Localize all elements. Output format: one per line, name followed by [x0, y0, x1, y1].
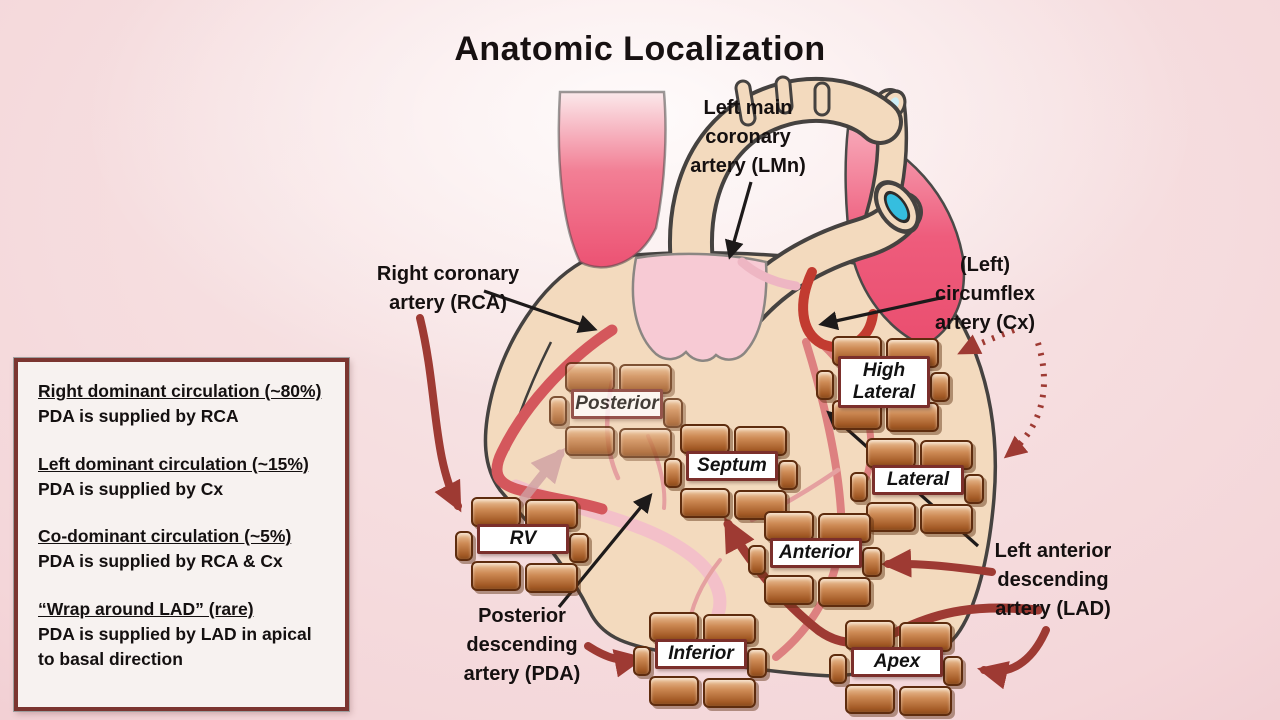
brick	[845, 684, 895, 714]
brick	[866, 502, 916, 532]
legend-entry: Co-dominant circulation (~5%) PDA is sup…	[38, 524, 329, 574]
region-label-anterior: Anterior	[770, 538, 862, 568]
legend-body: PDA is supplied by Cx	[38, 478, 224, 499]
brick	[549, 396, 567, 426]
brick	[664, 458, 682, 488]
legend-entry: Left dominant circulation (~15%) PDA is …	[38, 452, 329, 502]
lmn-label: Left main coronary artery (LMn)	[690, 97, 806, 177]
brick	[680, 424, 730, 454]
brick	[471, 497, 521, 527]
rca-pointer-arrow	[483, 289, 598, 334]
brick	[703, 678, 756, 708]
region-inferior: Inferior	[633, 612, 767, 708]
legend-body: PDA is supplied by RCA	[38, 405, 239, 426]
brick	[565, 426, 615, 456]
brick	[964, 474, 984, 504]
brick	[930, 372, 950, 402]
region-apex: Apex	[829, 620, 963, 716]
region-septum: Septum	[664, 424, 798, 520]
brick	[764, 511, 814, 541]
legend-heading: “Wrap around LAD” (rare)	[38, 599, 254, 620]
brick	[747, 648, 767, 678]
brick	[862, 547, 882, 577]
brick	[633, 646, 651, 676]
region-label-apex: Apex	[851, 647, 943, 677]
lmn-pointer-arrow	[724, 181, 753, 260]
lad-to-apex-arrow	[976, 626, 1050, 690]
legend-entry: Right dominant circulation (~80%) PDA is…	[38, 379, 329, 429]
legend-entry: “Wrap around LAD” (rare) PDA is supplied…	[38, 597, 329, 672]
brick	[829, 654, 847, 684]
brick	[748, 545, 766, 575]
pulmonary-opening	[873, 180, 921, 234]
brick	[899, 686, 952, 716]
brick	[569, 533, 589, 563]
brick	[850, 472, 868, 502]
lad-label: Left anterior descending artery (LAD)	[994, 540, 1112, 620]
brick	[525, 563, 578, 593]
brick	[649, 676, 699, 706]
brick	[866, 438, 916, 468]
rca-label: Right coronary artery (RCA)	[376, 263, 520, 314]
brick	[818, 577, 871, 607]
brick	[619, 428, 672, 458]
legend-body: PDA is supplied by LAD in apical to basa…	[38, 623, 312, 669]
brick	[920, 504, 973, 534]
cx-pointer-arrow	[818, 295, 946, 331]
region-label-rv: RV	[477, 524, 569, 554]
region-anterior: Anterior	[748, 511, 882, 607]
brick	[845, 620, 895, 650]
region-label-high-lateral: High Lateral	[838, 356, 930, 408]
region-posterior: Posterior	[549, 362, 683, 458]
page-title: Anatomic Localization	[454, 30, 826, 68]
cx-label: (Left) circumflex artery (Cx)	[934, 254, 1036, 334]
region-lateral: Lateral	[850, 438, 984, 534]
legend-body: PDA is supplied by RCA & Cx	[38, 551, 283, 572]
brick	[816, 370, 834, 400]
brick	[663, 398, 683, 428]
legend-heading: Left dominant circulation (~15%)	[38, 453, 309, 474]
brick	[764, 575, 814, 605]
pda-label: Posterior descending artery (PDA)	[463, 605, 581, 685]
brick	[778, 460, 798, 490]
region-high-lateral: High Lateral	[816, 336, 950, 432]
legend-heading: Co-dominant circulation (~5%)	[38, 526, 292, 547]
left-atrium-pink	[557, 90, 667, 269]
brick	[649, 612, 699, 642]
brick	[455, 531, 473, 561]
aorta-branches	[734, 75, 831, 127]
legend-heading: Right dominant circulation (~80%)	[38, 381, 322, 401]
region-label-septum: Septum	[686, 451, 778, 481]
region-label-lateral: Lateral	[872, 465, 964, 495]
brick	[680, 488, 730, 518]
region-label-inferior: Inferior	[655, 639, 747, 669]
cx-to-lateral-arrow	[1003, 342, 1047, 459]
dominance-legend-box: Right dominant circulation (~80%) PDA is…	[13, 357, 350, 712]
ghost-to-posterior-arrow	[513, 447, 566, 511]
rca-to-rv-arrow	[416, 314, 462, 513]
lad-to-anterior-arrow	[880, 548, 996, 578]
brick	[471, 561, 521, 591]
lcx-loop-artery	[798, 267, 878, 353]
brick	[565, 362, 615, 392]
region-label-posterior: Posterior	[571, 389, 663, 419]
atrial-appendage	[631, 252, 768, 362]
region-rv: RV	[455, 497, 589, 593]
brick	[943, 656, 963, 686]
